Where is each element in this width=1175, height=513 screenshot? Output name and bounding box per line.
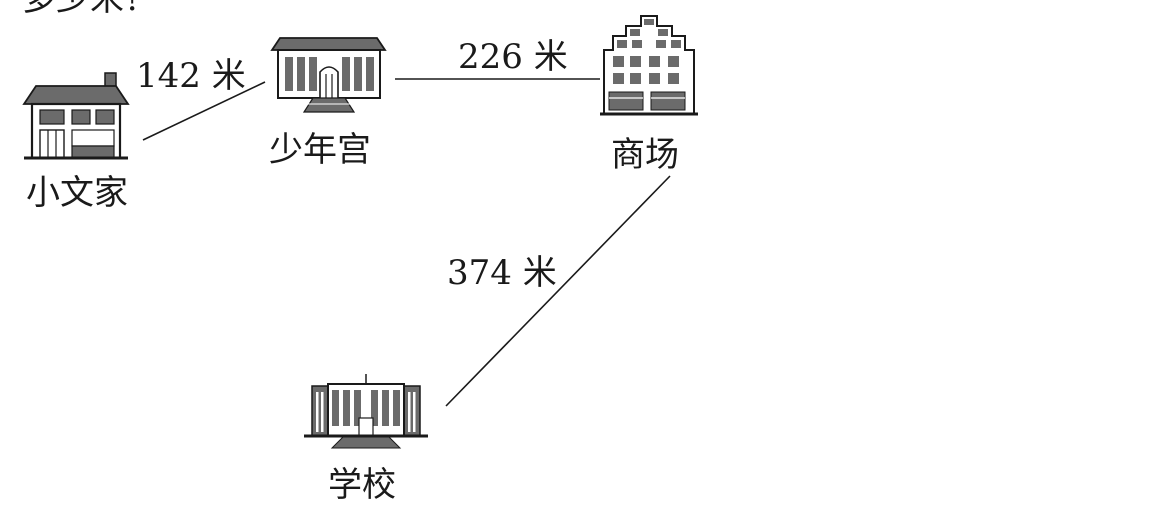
route-mall-school xyxy=(445,175,671,407)
distance-label-palace-mall: 226 米 xyxy=(458,37,568,77)
place-label-school: 学校 xyxy=(328,465,396,505)
distance-label-home-palace: 142 米 xyxy=(136,56,246,96)
youth-palace-icon xyxy=(270,37,387,113)
place-label-home: 小文家 xyxy=(26,173,128,213)
house-icon xyxy=(22,72,130,160)
place-label-mall: 商场 xyxy=(611,135,679,175)
route-home-palace xyxy=(142,81,266,141)
question-fragment: 多少米? xyxy=(22,0,142,16)
shopping-mall-icon xyxy=(600,15,698,116)
place-label-palace: 少年宫 xyxy=(269,130,371,170)
school-icon xyxy=(304,374,428,449)
distance-label-mall-school: 374 米 xyxy=(447,253,557,293)
